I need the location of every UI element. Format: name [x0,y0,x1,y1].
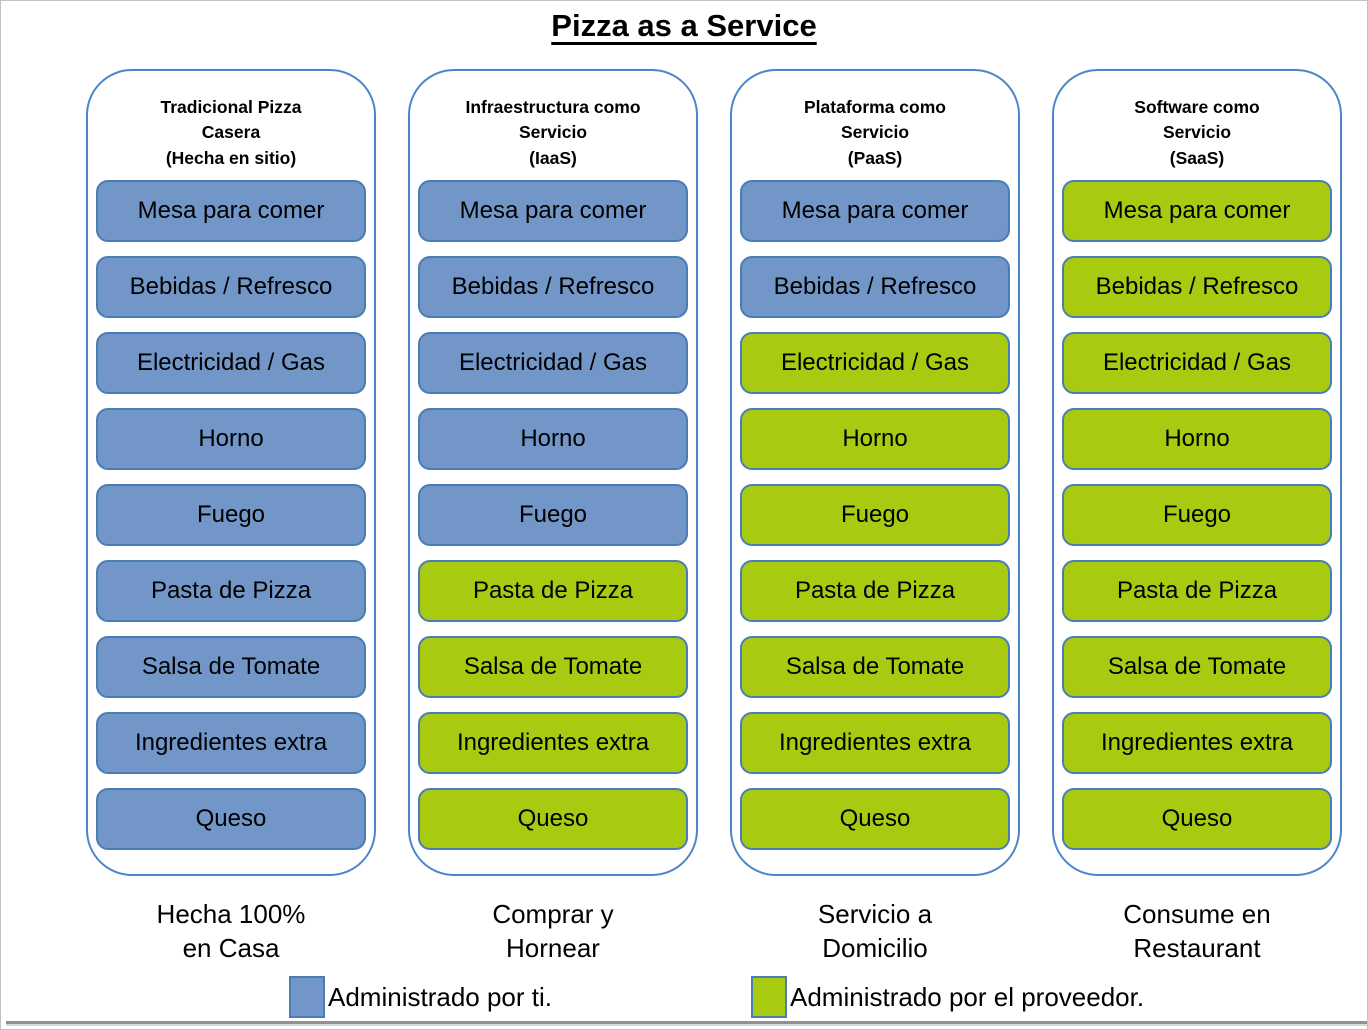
pizza-layer-item: Fuego [418,484,688,546]
page-title: Pizza as a Service [1,8,1367,44]
pizza-layer-item: Pasta de Pizza [418,560,688,622]
legend-managed-by-you: Administrado por ti. [289,975,552,1019]
pizza-layer-item: Bebidas / Refresco [740,256,1010,318]
pizza-layer-item: Fuego [740,484,1010,546]
window-bottom-edge [6,1021,1367,1024]
pizza-layer-item: Salsa de Tomate [1062,636,1332,698]
column-header: Infraestructura como Servicio (IaaS) [465,97,641,168]
page-title-text: Pizza as a Service [551,8,817,43]
pizza-layer-item: Queso [418,788,688,850]
pizza-layer-item: Pasta de Pizza [740,560,1010,622]
pizza-layer-item: Salsa de Tomate [418,636,688,698]
pizza-layer-item: Fuego [1062,484,1332,546]
column-paas: Plataforma como Servicio (PaaS) Mesa par… [730,69,1020,966]
pizza-layer-item: Queso [96,788,366,850]
column-paas-box: Plataforma como Servicio (PaaS) Mesa par… [730,69,1020,876]
column-header: Tradicional Pizza Casera (Hecha en sitio… [160,97,302,168]
column-traditional: Tradicional Pizza Casera (Hecha en sitio… [86,69,376,966]
pizza-layer-item: Ingredientes extra [740,712,1010,774]
column-items: Mesa para comer Bebidas / Refresco Elect… [96,180,366,850]
column-items: Mesa para comer Bebidas / Refresco Elect… [418,180,688,850]
column-saas: Software como Servicio (SaaS) Mesa para … [1052,69,1342,966]
pizza-layer-item: Ingredientes extra [96,712,366,774]
pizza-layer-item: Queso [740,788,1010,850]
legend-swatch-provider [751,976,787,1018]
pizza-layer-item: Mesa para comer [740,180,1010,242]
pizza-layer-item: Pasta de Pizza [1062,560,1332,622]
pizza-layer-item: Mesa para comer [96,180,366,242]
pizza-layer-item: Electricidad / Gas [1062,332,1332,394]
column-caption: Comprar y Hornear [492,899,614,963]
pizza-layer-item: Ingredientes extra [418,712,688,774]
pizza-layer-item: Salsa de Tomate [740,636,1010,698]
pizza-layer-item: Bebidas / Refresco [1062,256,1332,318]
column-header: Plataforma como Servicio (PaaS) [804,97,946,168]
legend-label: Administrado por el proveedor. [790,981,1145,1012]
legend-managed-by-provider: Administrado por el proveedor. [751,975,1144,1019]
column-iaas: Infraestructura como Servicio (IaaS) Mes… [408,69,698,966]
pizza-layer-item: Fuego [96,484,366,546]
pizza-layer-item: Electricidad / Gas [418,332,688,394]
pizza-layer-item: Bebidas / Refresco [96,256,366,318]
pizza-layer-item: Electricidad / Gas [96,332,366,394]
legend-label: Administrado por ti. [328,981,552,1012]
pizza-layer-item: Horno [740,408,1010,470]
pizza-layer-item: Mesa para comer [1062,180,1332,242]
pizza-layer-item: Horno [1062,408,1332,470]
pizza-layer-item: Salsa de Tomate [96,636,366,698]
pizza-layer-item: Mesa para comer [418,180,688,242]
column-traditional-box: Tradicional Pizza Casera (Hecha en sitio… [86,69,376,876]
pizza-layer-item: Horno [96,408,366,470]
service-columns: Tradicional Pizza Casera (Hecha en sitio… [86,69,1342,966]
pizza-layer-item: Electricidad / Gas [740,332,1010,394]
pizza-layer-item: Queso [1062,788,1332,850]
column-caption: Consume en Restaurant [1123,899,1271,963]
column-iaas-box: Infraestructura como Servicio (IaaS) Mes… [408,69,698,876]
column-items: Mesa para comer Bebidas / Refresco Elect… [740,180,1010,850]
pizza-layer-item: Ingredientes extra [1062,712,1332,774]
legend-swatch-you [289,976,325,1018]
column-caption: Servicio a Domicilio [817,899,933,963]
pizza-layer-item: Bebidas / Refresco [418,256,688,318]
column-saas-box: Software como Servicio (SaaS) Mesa para … [1052,69,1342,876]
pizza-layer-item: Horno [418,408,688,470]
column-header: Software como Servicio (SaaS) [1134,97,1260,168]
column-items: Mesa para comer Bebidas / Refresco Elect… [1062,180,1332,850]
column-caption: Hecha 100% en Casa [156,899,306,963]
pizza-layer-item: Pasta de Pizza [96,560,366,622]
